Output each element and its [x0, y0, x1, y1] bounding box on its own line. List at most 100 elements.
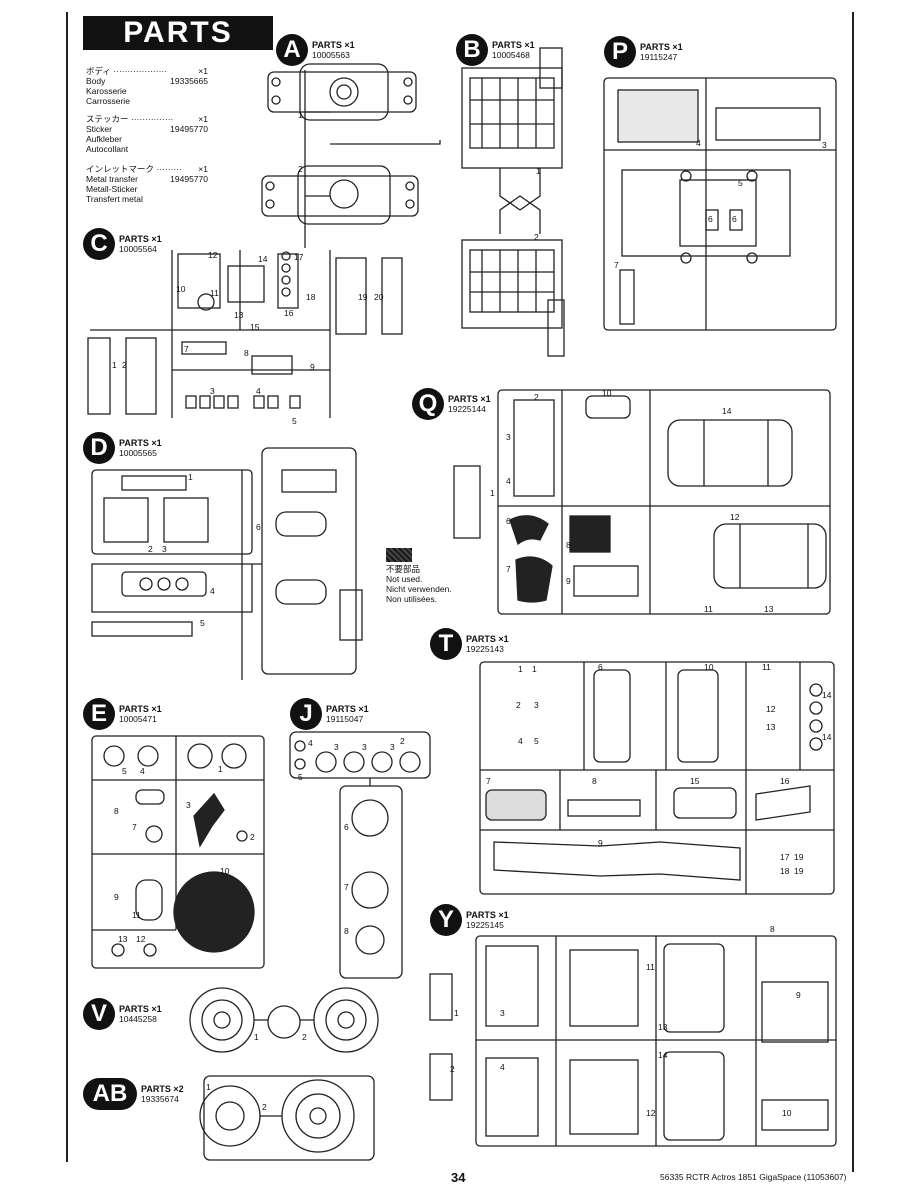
part-number-label: 4	[696, 138, 701, 148]
tree-j: 4 3 3 3 2 5 6 7 8	[289, 731, 431, 979]
part-number-label: 1	[218, 764, 223, 774]
part-number-label: 2	[262, 1102, 267, 1112]
part-number-label: 5	[298, 772, 303, 782]
part-number-label: 3	[500, 1008, 505, 1018]
part-number-label: 9	[566, 576, 571, 586]
part-number-label: 5	[122, 766, 127, 776]
part-number-label: 4	[518, 736, 523, 746]
part-number-label: 2	[400, 736, 405, 746]
part-number-label: 2	[148, 544, 153, 554]
part-number-label: 7	[614, 260, 619, 270]
tree-q: 2 3 4 1 10 14 12 6 7 8 9 11 13	[453, 388, 831, 615]
part-number-label: 19	[794, 866, 804, 876]
part-number-label: 7	[184, 344, 189, 354]
tree-b: 1 2	[461, 47, 565, 357]
part-number-label: 3	[362, 742, 367, 752]
part-number-label: 5	[534, 736, 539, 746]
part-number-label: 1	[454, 1008, 459, 1018]
part-number-label: 10	[220, 866, 230, 876]
part-number-label: 14	[722, 406, 732, 416]
part-number-label: 4	[140, 766, 145, 776]
part-number-label: 13	[658, 1022, 668, 1032]
part-number-label: 1	[206, 1082, 211, 1092]
part-number-label: 14	[258, 254, 268, 264]
part-number-label: 1	[518, 664, 523, 674]
left-margin-rule	[66, 12, 68, 1162]
part-number-label: 11	[762, 662, 771, 672]
part-number-label: 15	[250, 322, 260, 332]
tree-d: 1 2 3 4 5 6	[91, 447, 363, 680]
tree-t: 1 1 2 3 4 5 6 10 11 12 13 14 14 7 8 9 15…	[479, 661, 835, 895]
part-number-label: 3	[162, 544, 167, 554]
part-number-label: 19	[794, 852, 804, 862]
badge-c: C	[83, 228, 115, 260]
right-margin-rule	[852, 12, 854, 1172]
part-number-label: 3	[186, 800, 191, 810]
part-number-label: 14	[658, 1050, 668, 1060]
part-number-label: 13	[234, 310, 244, 320]
tree-a: 1 2	[261, 63, 441, 248]
part-number-label: 9	[598, 838, 603, 848]
part-number-label: 17	[294, 252, 304, 262]
part-number-label: 6	[598, 662, 603, 672]
part-number-label: 2	[302, 1032, 307, 1042]
part-number-label: 9	[310, 362, 315, 372]
part-number-label: 18	[306, 292, 316, 302]
badge-j: J	[290, 698, 322, 730]
part-number-label: 6	[708, 214, 713, 224]
part-number-label: 17	[780, 852, 790, 862]
badge-e: E	[83, 698, 115, 730]
part-number-label: 9	[114, 892, 119, 902]
badge-b: B	[456, 34, 488, 66]
part-number-label: 1	[254, 1032, 259, 1042]
part-number-label: 18	[780, 866, 790, 876]
part-number-label: 6	[256, 522, 261, 532]
part-number-label: 2	[534, 232, 539, 242]
badge-t: T	[430, 628, 462, 660]
part-number-label: 20	[374, 292, 384, 302]
part-number-label: 3	[334, 742, 339, 752]
part-number-label: 3	[822, 140, 827, 150]
part-number-label: 14	[822, 732, 832, 742]
part-number-label: 8	[244, 348, 249, 358]
badge-a: A	[276, 34, 308, 66]
tree-p: 4 3 5 6 6 7	[603, 77, 837, 331]
part-number-label: 10	[176, 284, 186, 294]
part-number-label: 5	[738, 178, 743, 188]
part-number-label: 15	[690, 776, 700, 786]
part-number-label: 7	[132, 822, 137, 832]
part-number-label: 1	[298, 110, 303, 120]
badge-q: Q	[412, 388, 444, 420]
part-number-label: 4	[256, 386, 261, 396]
part-number-label: 3	[506, 432, 511, 442]
part-number-label: 1	[188, 472, 193, 482]
part-number-label: 2	[516, 700, 521, 710]
tree-y: 1 2 3 4 11 13 14 12 9 10 8	[429, 924, 837, 1147]
tree-c: 12 10 11 13 14 17 18 16 19 20 15 1 2 7 8…	[87, 250, 403, 426]
part-number-label: 12	[136, 934, 146, 944]
part-number-label: 8	[770, 924, 775, 934]
badge-ab: AB	[83, 1078, 137, 1110]
part-number-label: 3	[534, 700, 539, 710]
part-number-label: 6	[732, 214, 737, 224]
part-number-label: 2	[298, 164, 303, 174]
part-number-label: 1	[112, 360, 117, 370]
part-number-label: 4	[308, 738, 313, 748]
page-title: PARTS	[83, 16, 273, 50]
part-number-label: 13	[764, 604, 774, 614]
badge-v: V	[83, 998, 115, 1030]
part-number-label: 12	[646, 1108, 656, 1118]
part-number-label: 4	[506, 476, 511, 486]
part-number-label: 4	[500, 1062, 505, 1072]
